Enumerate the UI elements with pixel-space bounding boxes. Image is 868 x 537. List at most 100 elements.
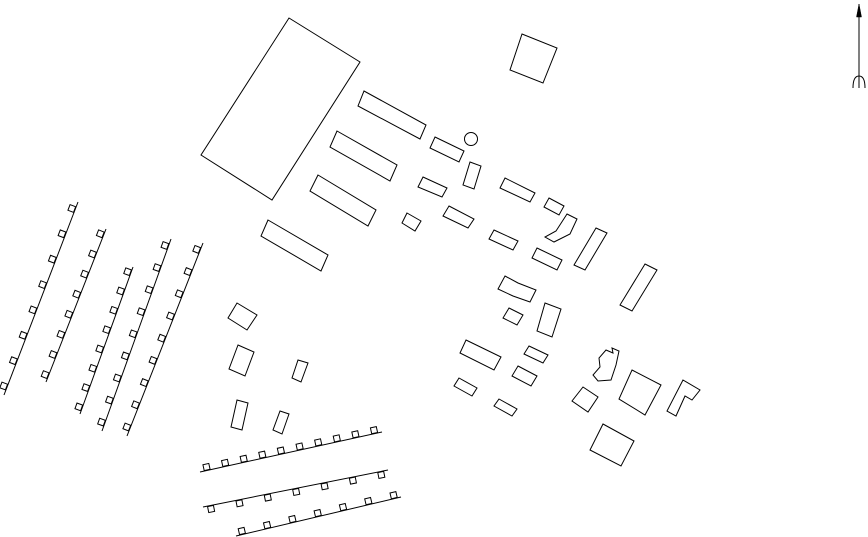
fence-post — [320, 482, 329, 491]
fence-post — [67, 203, 77, 214]
fence-post — [295, 442, 304, 451]
fence-post — [157, 333, 167, 343]
fence-post — [80, 269, 90, 279]
fence-post — [40, 370, 50, 380]
fence-post — [235, 499, 244, 508]
building-warehouse — [200, 17, 361, 201]
fence-post — [74, 402, 84, 412]
fence-post — [120, 351, 130, 361]
circle-marker-icon — [464, 132, 478, 146]
fence-post — [263, 493, 272, 502]
fence-post — [202, 462, 211, 472]
fence-post — [183, 267, 193, 277]
fence-post — [338, 502, 348, 512]
building — [453, 377, 478, 397]
building — [511, 365, 538, 387]
fence-post — [28, 305, 38, 315]
fence-post — [313, 508, 322, 518]
fence-post — [148, 355, 158, 365]
fence-post — [0, 381, 9, 391]
building — [429, 136, 465, 163]
building — [543, 197, 565, 216]
fence-post — [389, 490, 398, 500]
fence-post — [192, 244, 202, 254]
fence-post — [38, 280, 48, 290]
building — [493, 398, 518, 417]
fence-post — [87, 249, 98, 259]
fence-line — [45, 228, 107, 383]
building — [260, 219, 329, 272]
fence-post — [144, 285, 154, 295]
fence-post — [130, 400, 141, 410]
building — [592, 347, 620, 382]
fence-post — [348, 476, 358, 485]
fence-post — [95, 344, 105, 354]
fence-post — [364, 496, 373, 506]
fence-post — [369, 426, 379, 435]
fence-post — [112, 373, 122, 383]
building — [502, 307, 524, 326]
fence-post — [123, 267, 133, 277]
fence-post — [104, 395, 114, 405]
fence-post — [165, 311, 176, 321]
fence-post — [258, 450, 267, 459]
fence-post — [81, 383, 91, 393]
fence-post — [102, 325, 112, 335]
building — [531, 247, 563, 271]
building — [272, 410, 290, 435]
fence-line — [3, 201, 79, 396]
fence-post — [57, 229, 67, 239]
building — [589, 423, 635, 467]
building — [543, 213, 578, 243]
building — [573, 227, 608, 271]
building — [227, 302, 258, 331]
building — [442, 205, 475, 229]
fence-post — [288, 514, 297, 524]
building — [497, 275, 537, 303]
building — [619, 263, 658, 312]
fence-post — [47, 254, 57, 264]
fence-post — [239, 454, 248, 463]
fence-lines — [0, 201, 402, 537]
fence-post — [206, 504, 216, 514]
fence-post — [276, 446, 286, 455]
fence-post — [64, 309, 74, 319]
fence-post — [220, 458, 230, 468]
fence-post — [128, 329, 138, 339]
building — [462, 161, 482, 190]
fence-post — [377, 470, 386, 480]
fence-post — [116, 286, 126, 296]
building — [499, 177, 536, 203]
fence-post — [136, 307, 146, 317]
north-arrow-icon — [852, 3, 866, 89]
fence-post — [160, 241, 170, 250]
fence-post — [262, 520, 272, 530]
fence-post — [152, 263, 162, 273]
fence-post — [88, 363, 98, 373]
fence-line — [199, 431, 383, 473]
building — [230, 399, 249, 431]
fence-post — [314, 438, 323, 447]
building — [618, 369, 662, 416]
fence-post — [139, 378, 149, 388]
fence-post — [56, 329, 66, 339]
building — [571, 386, 599, 413]
building — [401, 212, 422, 232]
fence-post — [351, 430, 360, 439]
building — [417, 176, 448, 198]
building — [309, 174, 377, 227]
building — [291, 359, 309, 383]
building — [666, 379, 701, 417]
fence-post — [8, 356, 18, 366]
fence-post — [48, 349, 58, 360]
building — [488, 229, 519, 251]
fence-post — [237, 526, 247, 536]
building — [228, 344, 255, 377]
fence-post — [109, 305, 119, 315]
fence-post — [18, 330, 28, 340]
fence-post — [122, 422, 132, 432]
fence-post — [292, 487, 301, 497]
fence-post — [72, 289, 82, 299]
building — [329, 130, 398, 182]
